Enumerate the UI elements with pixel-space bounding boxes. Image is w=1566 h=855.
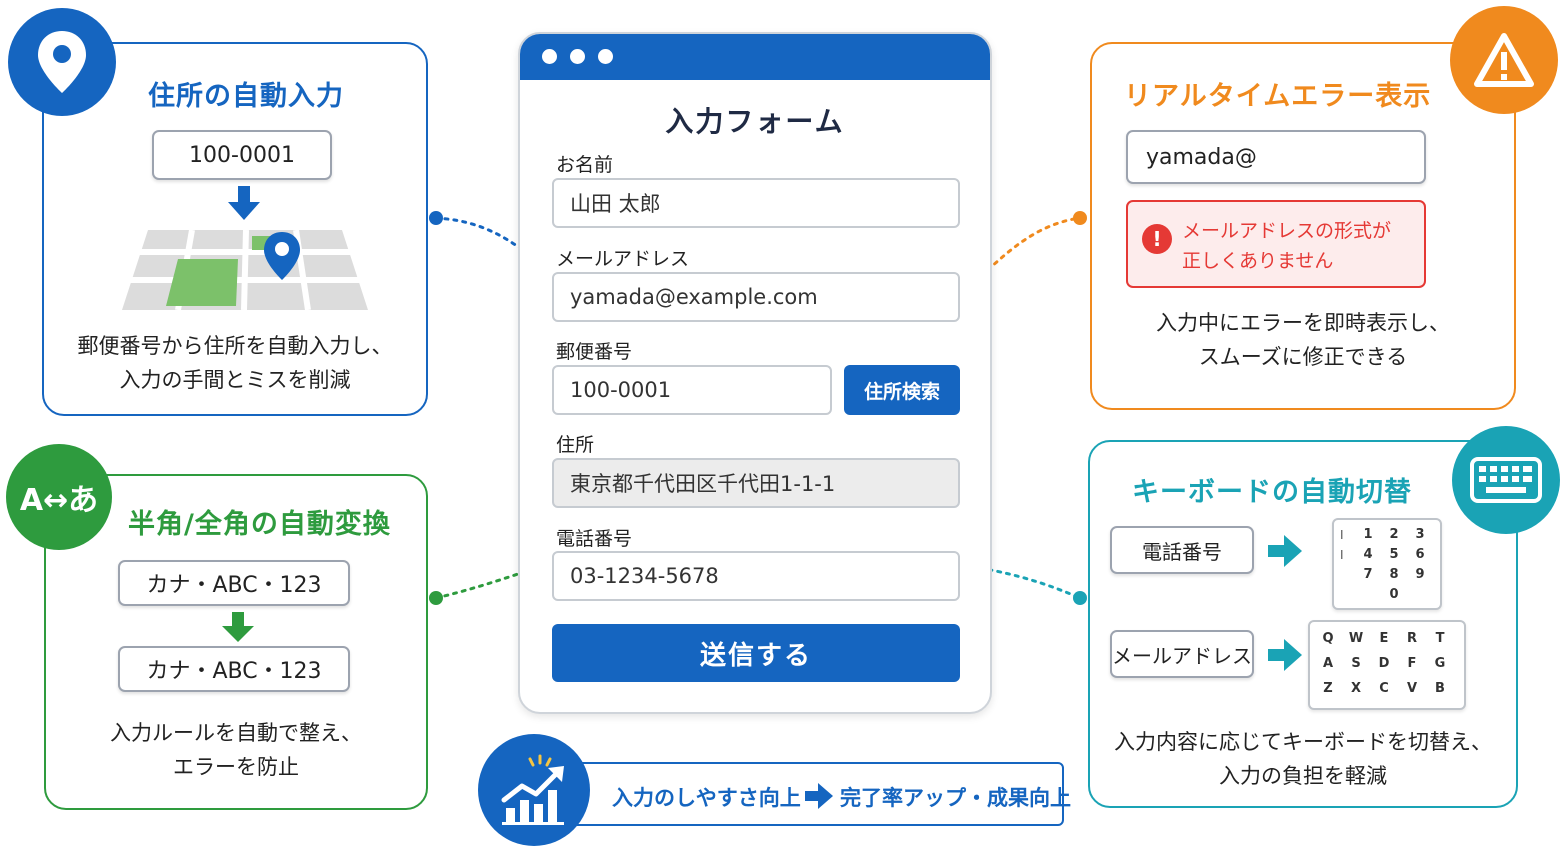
connector-width — [434, 568, 532, 600]
connector-keyboard — [978, 566, 1082, 600]
qwerty-key: W — [1348, 631, 1364, 646]
qwerty-key: Z — [1323, 681, 1333, 696]
address-search-button[interactable]: 住所検索 — [844, 365, 960, 415]
benefit-banner: 入力のしやすさ向上 完了率アップ・成果向上 — [552, 762, 1071, 826]
window-dot — [542, 49, 557, 64]
numpad-key: 4 — [1363, 547, 1373, 562]
numpad-key: 8 — [1389, 567, 1399, 582]
arrow-right-icon — [805, 783, 833, 809]
qwerty-key: V — [1406, 681, 1418, 696]
qwerty-key: B — [1435, 681, 1445, 696]
error-message-line1: メールアドレスの形式が — [1182, 220, 1392, 242]
keyboard-description-line1: 入力内容に応じてキーボードを切替え、 — [1114, 730, 1492, 754]
qwerty-key: F — [1407, 656, 1417, 671]
numpad-key: 6 — [1415, 547, 1425, 562]
address-label: 住所 — [556, 434, 595, 456]
phone-field[interactable]: 03-1234-5678 — [552, 551, 960, 601]
width-conversion-card: 半角/全角の自動変換 カナ・ABC・123 カナ・ABC・123 入力ルールを自… — [44, 474, 428, 810]
arrow-right-icon — [1268, 639, 1302, 671]
postal-field[interactable]: 100-0001 — [552, 365, 832, 415]
warning-badge — [1450, 6, 1558, 114]
phone-label: 電話番号 — [556, 528, 633, 550]
map-pin-icon — [264, 232, 300, 280]
numpad-key: 0 — [1389, 587, 1399, 602]
card-title: リアルタイムエラー表示 — [1124, 81, 1432, 112]
address-description-line1: 郵便番号から住所を自動入力し、 — [77, 334, 393, 358]
arrow-down-icon — [228, 186, 260, 220]
arrow-down-icon — [222, 612, 254, 642]
qwerty-key: E — [1379, 631, 1389, 646]
error-description-line1: 入力中にエラーを即時表示し、 — [1156, 311, 1450, 335]
map-illustration-icon — [122, 229, 368, 311]
name-label: お名前 — [556, 154, 614, 176]
window-dot — [598, 49, 613, 64]
numpad-key: 9 — [1415, 567, 1425, 582]
input-form-window: 入力フォーム お名前 山田 太郎 メールアドレス yamada@example.… — [518, 32, 992, 714]
numpad-key: 2 — [1389, 527, 1399, 542]
arrow-right-icon — [1268, 535, 1302, 567]
keypad-side-mark: I — [1340, 528, 1344, 542]
error-message-box: ! メールアドレスの形式が 正しくありません — [1126, 200, 1426, 288]
qwerty-key: R — [1406, 631, 1417, 646]
qwerty-key: S — [1351, 656, 1361, 671]
card-title: 半角/全角の自動変換 — [128, 509, 391, 540]
numpad-key: 1 — [1363, 527, 1373, 542]
realtime-error-card: リアルタイムエラー表示 yamada@ ! メールアドレスの形式が 正しくありま… — [1090, 42, 1516, 410]
badge-label: A↔あ — [19, 483, 99, 518]
qwerty-key: D — [1378, 656, 1390, 671]
address-description-line2: 入力の手間とミスを削減 — [119, 368, 351, 392]
error-input-example: yamada@ — [1126, 130, 1426, 184]
conversion-before: カナ・ABC・123 — [118, 560, 350, 606]
location-pin-icon — [38, 31, 86, 93]
name-field[interactable]: 山田 太郎 — [552, 178, 960, 228]
keyboard-switch-card: キーボードの自動切替 電話番号 I I 1 2 3 4 5 6 7 8 9 0 … — [1088, 440, 1518, 808]
card-title: キーボードの自動切替 — [1132, 477, 1412, 508]
qwerty-key: X — [1350, 681, 1362, 696]
email-field-example: メールアドレス — [1110, 630, 1254, 678]
numpad-key: 5 — [1389, 547, 1399, 562]
error-description-line2: スムーズに修正できる — [1198, 345, 1408, 369]
phone-field-example: 電話番号 — [1110, 526, 1254, 574]
email-field[interactable]: yamada@example.com — [552, 272, 960, 322]
keyboard-icon — [1470, 457, 1542, 503]
growth-chart-icon — [501, 754, 564, 825]
postal-label: 郵便番号 — [556, 341, 633, 363]
address-field[interactable]: 東京都千代田区千代田1-1-1 — [552, 458, 960, 508]
qwerty-key: Q — [1322, 631, 1334, 646]
qwerty-key: A — [1322, 656, 1334, 671]
qwerty-key: T — [1435, 631, 1445, 646]
window-title-bar — [520, 34, 990, 80]
email-label: メールアドレス — [556, 248, 690, 270]
numpad-key: 7 — [1363, 567, 1373, 582]
numeric-keypad: I I 1 2 3 4 5 6 7 8 9 0 — [1332, 518, 1442, 610]
warning-icon — [1474, 33, 1534, 87]
address-autofill-card: 住所の自動入力 100-0001 郵便番号から住所を自動入力し、 入力の手間とミ… — [42, 42, 428, 416]
error-icon: ! — [1142, 224, 1172, 254]
qwerty-key: C — [1379, 681, 1389, 696]
conversion-after: カナ・ABC・123 — [118, 646, 350, 692]
keyboard-badge — [1452, 426, 1560, 534]
connector-error — [966, 216, 1082, 290]
growth-badge — [478, 734, 590, 846]
benefit-left-text: 入力のしやすさ向上 — [612, 786, 801, 810]
error-message-line2: 正しくありません — [1182, 250, 1334, 272]
location-pin-badge — [8, 8, 116, 116]
form-title: 入力フォーム — [665, 105, 845, 138]
postal-code-example: 100-0001 — [152, 130, 332, 180]
width-description-line1: 入力ルールを自動で整え、 — [110, 721, 362, 745]
qwerty-keyboard: Q W E R T A S D F G Z X C V B — [1308, 620, 1466, 710]
submit-button[interactable]: 送信する — [552, 624, 960, 682]
qwerty-key: G — [1434, 656, 1446, 671]
benefit-right-text: 完了率アップ・成果向上 — [840, 786, 1071, 810]
keypad-side-mark: I — [1340, 548, 1344, 562]
card-title: 住所の自動入力 — [148, 81, 344, 112]
width-description-line2: エラーを防止 — [173, 755, 299, 779]
width-conversion-badge: A↔あ — [6, 444, 112, 550]
window-dot — [570, 49, 585, 64]
numpad-key: 3 — [1415, 527, 1425, 542]
keyboard-description-line2: 入力の負担を軽減 — [1219, 764, 1387, 788]
